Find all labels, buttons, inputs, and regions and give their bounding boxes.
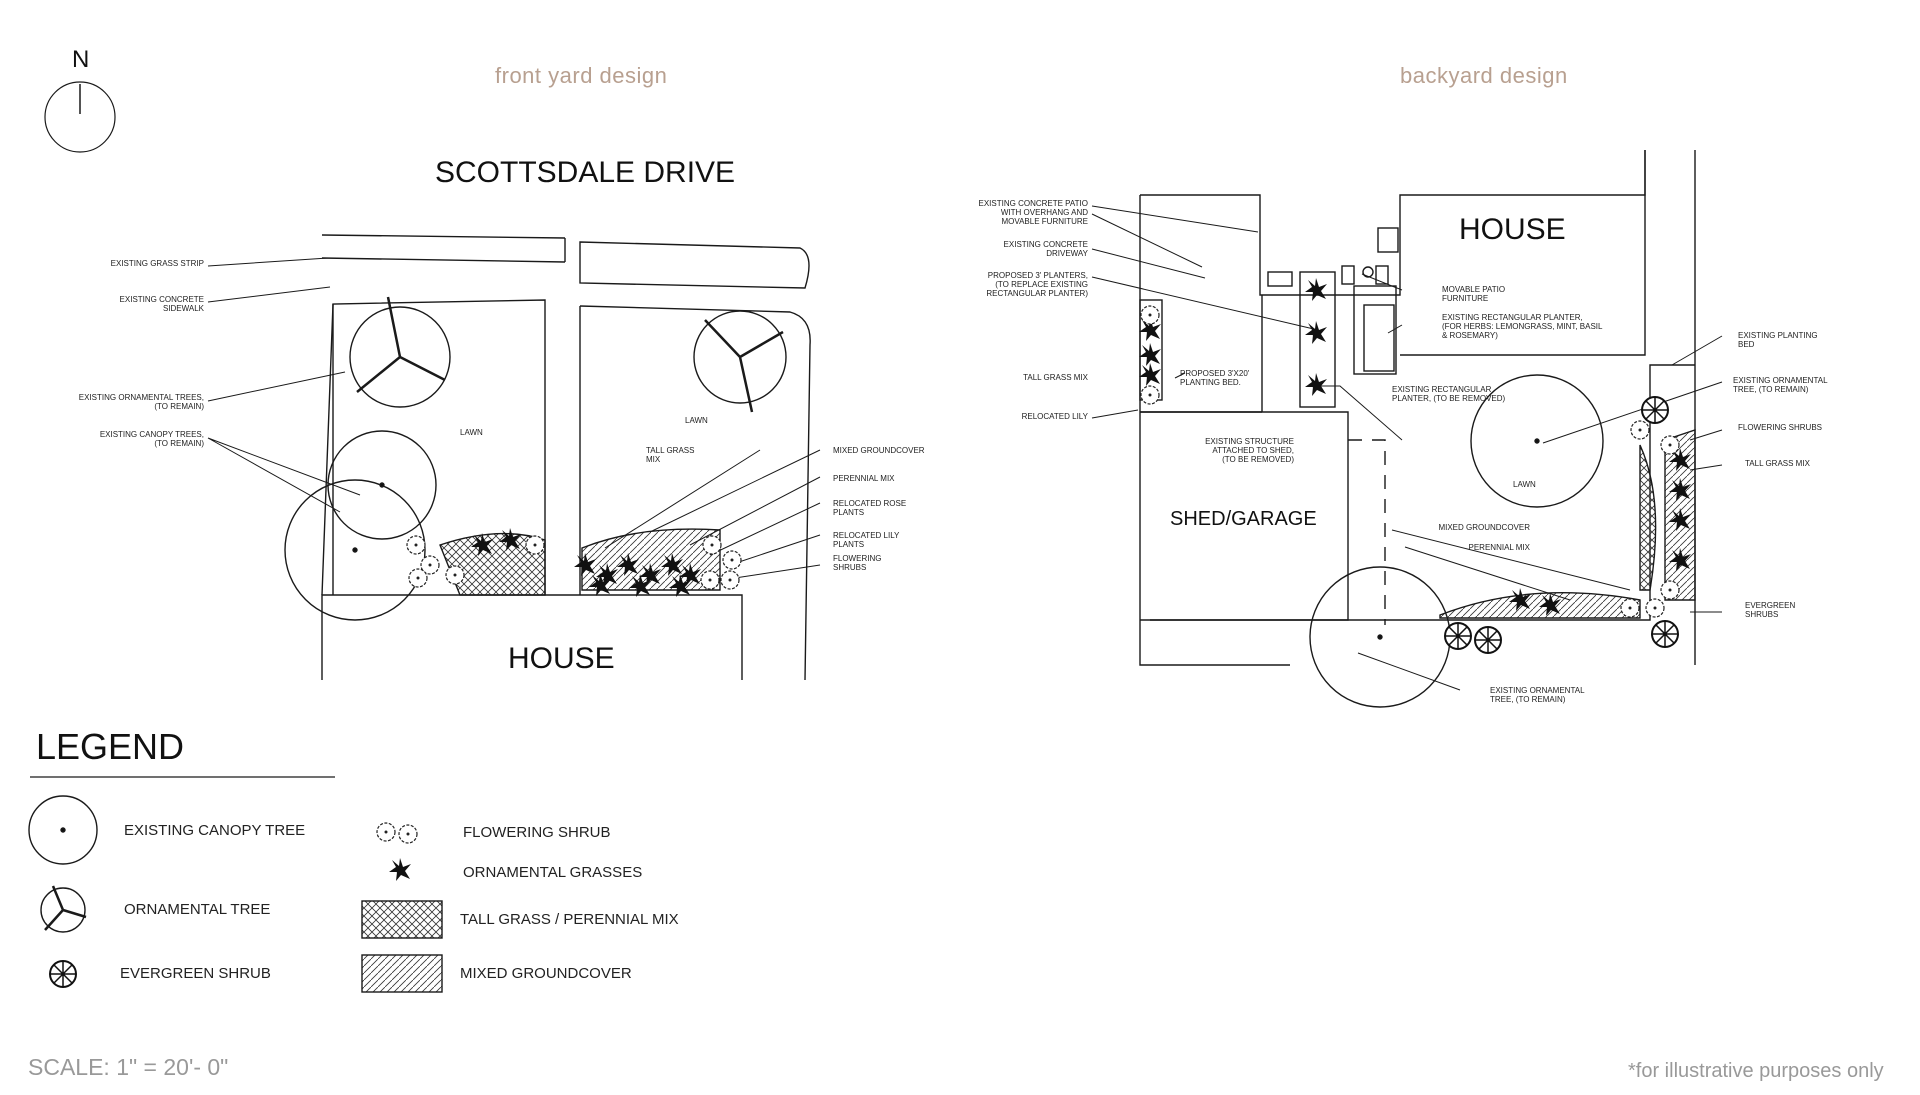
- label-sidewalk: EXISTING CONCRETE SIDEWALK: [119, 295, 204, 313]
- canopy-tree-icon: [1309, 374, 1604, 708]
- label-back-perennial: PERENNIAL MIX: [1468, 543, 1531, 552]
- front-yard-title: front yard design: [495, 63, 668, 88]
- scale-label: SCALE: 1" = 20'- 0": [28, 1054, 229, 1080]
- legend: [28, 776, 443, 993]
- label-perennial-mix: PERENNIAL MIX: [833, 474, 895, 483]
- label-flowering-shrubs: FLOWERING SHRUBS: [833, 554, 882, 572]
- label-planting-bed: PROPOSED 3'X20' PLANTING BED.: [1180, 369, 1250, 387]
- front-house-label: HOUSE: [508, 642, 615, 675]
- front-yard-plan: [207, 234, 821, 681]
- legend-canopy-tree: EXISTING CANOPY TREE: [124, 822, 306, 839]
- illustrative-note: *for illustrative purposes only: [1628, 1060, 1884, 1082]
- label-ornamental-tree-bottom: EXISTING ORNAMENTAL TREE, (TO REMAIN): [1490, 686, 1585, 704]
- front-lawn-left: LAWN: [460, 428, 483, 437]
- street-name: SCOTTSDALE DRIVE: [435, 156, 736, 189]
- label-canopy-trees: EXISTING CANOPY TREES, (TO REMAIN): [99, 430, 204, 448]
- label-rect-planter-removed: EXISTING RECTANGULAR PLANTER, (TO BE REM…: [1392, 385, 1506, 403]
- label-patio: EXISTING CONCRETE PATIO WITH OVERHANG AN…: [978, 199, 1089, 226]
- label-relocated-lily: RELOCATED LILY: [1021, 412, 1088, 421]
- shed-garage-label: SHED/GARAGE: [1170, 508, 1317, 530]
- label-tall-grass: TALL GRASS MIX: [646, 446, 695, 464]
- canopy-tree-icon: [284, 430, 437, 621]
- label-lily-plants: RELOCATED LILY PLANTS: [833, 531, 900, 549]
- label-ornamental-tree-top: EXISTING ORNAMENTAL TREE, (TO REMAIN): [1733, 376, 1828, 394]
- canopy-tree-legend-icon: [28, 795, 98, 865]
- label-herb-planter: EXISTING RECTANGULAR PLANTER, (FOR HERBS…: [1442, 313, 1603, 340]
- back-lawn: LAWN: [1513, 480, 1536, 489]
- label-patio-furniture: MOVABLE PATIO FURNITURE: [1442, 285, 1506, 303]
- backyard-title: backyard design: [1400, 63, 1568, 88]
- label-back-tall-grass: TALL GRASS MIX: [1745, 459, 1810, 468]
- front-lawn-right: LAWN: [685, 416, 708, 425]
- back-house-label: HOUSE: [1459, 213, 1566, 246]
- north-arrow-icon: [44, 81, 116, 153]
- label-grass-strip: EXISTING GRASS STRIP: [110, 259, 204, 268]
- legend-evergreen-shrub: EVERGREEN SHRUB: [120, 965, 271, 982]
- label-mixed-groundcover: MIXED GROUNDCOVER: [833, 446, 925, 455]
- label-existing-structure: EXISTING STRUCTURE ATTACHED TO SHED, (TO…: [1205, 437, 1294, 464]
- backyard-plan: [1091, 150, 1723, 708]
- legend-title: LEGEND: [36, 726, 185, 767]
- north-label: N: [72, 46, 90, 73]
- legend-mixed-groundcover: MIXED GROUNDCOVER: [460, 965, 632, 982]
- label-driveway: EXISTING CONCRETE DRIVEWAY: [1003, 240, 1088, 258]
- label-ornamental-trees: EXISTING ORNAMENTAL TREES, (TO REMAIN): [78, 393, 204, 411]
- label-back-flowering: FLOWERING SHRUBS: [1738, 423, 1823, 432]
- label-rose-plants: RELOCATED ROSE PLANTS: [833, 499, 907, 517]
- label-back-groundcover: MIXED GROUNDCOVER: [1438, 523, 1530, 532]
- label-tall-grass-left: TALL GRASS MIX: [1023, 373, 1088, 382]
- label-planters: PROPOSED 3' PLANTERS, (TO REPLACE EXISTI…: [986, 271, 1088, 298]
- ornamental-tree-legend-icon: [40, 885, 87, 933]
- label-back-evergreen: EVERGREEN SHRUBS: [1745, 601, 1796, 619]
- legend-flowering-shrub: FLOWERING SHRUB: [463, 824, 611, 841]
- legend-tall-perennial-mix: TALL GRASS / PERENNIAL MIX: [460, 911, 679, 928]
- label-existing-planting-bed: EXISTING PLANTING BED: [1738, 331, 1818, 349]
- ornamental-tree-icon: [693, 310, 787, 413]
- legend-ornamental-tree: ORNAMENTAL TREE: [124, 901, 271, 918]
- ornamental-tree-icon: [349, 296, 451, 408]
- legend-ornamental-grasses: ORNAMENTAL GRASSES: [463, 864, 643, 881]
